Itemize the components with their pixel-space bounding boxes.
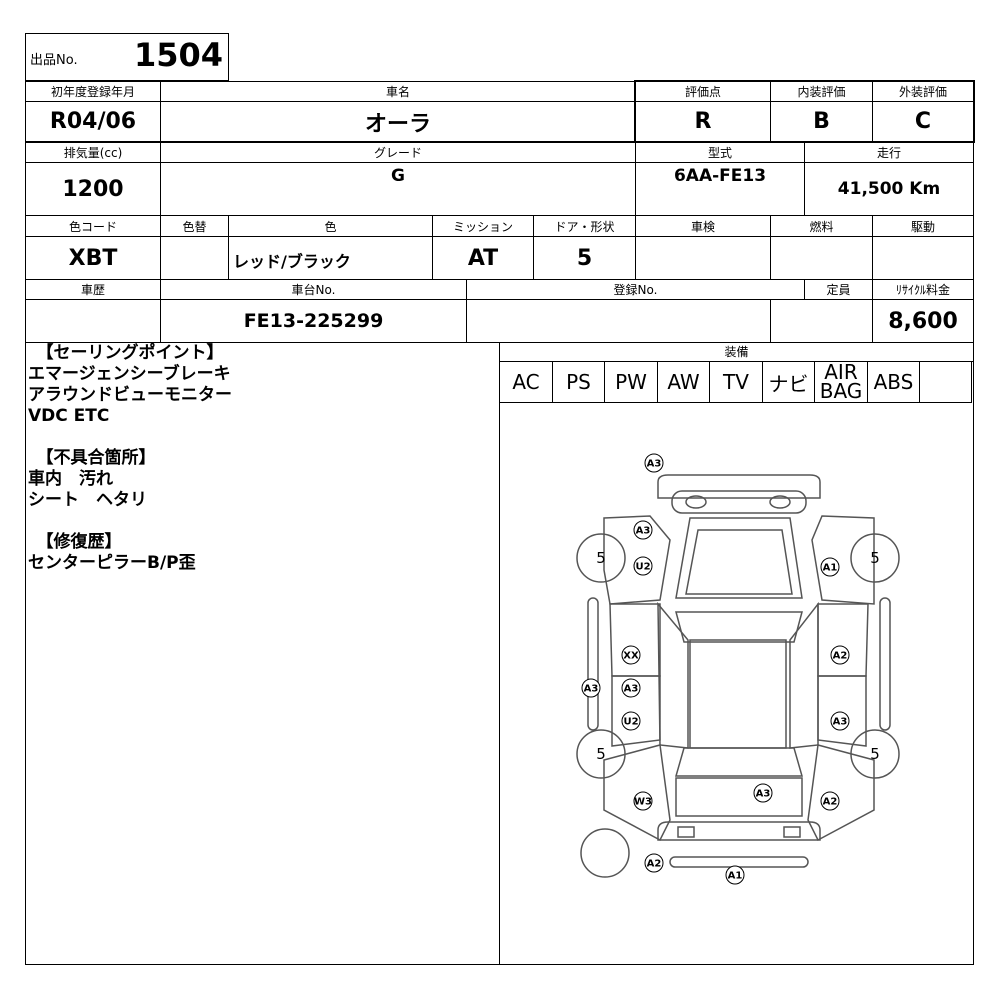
equip-aw: AW xyxy=(657,361,709,403)
history-value xyxy=(25,299,161,343)
model-value: 6AA-FE13 xyxy=(673,166,767,186)
mission-header: ミッション xyxy=(432,215,534,237)
inspection-value xyxy=(635,236,771,280)
car-name-header: 車名 xyxy=(160,81,636,102)
color-value: レッド/ブラック xyxy=(233,252,351,271)
equip-tv: TV xyxy=(709,361,762,403)
equip-air-label: AIR xyxy=(824,360,858,384)
fuel-header: 燃料 xyxy=(770,215,873,237)
rating-highlight xyxy=(634,80,975,143)
lot-label: 出品No. xyxy=(30,53,78,68)
note-line: アラウンドビューモニター xyxy=(28,385,232,405)
history-header: 車歴 xyxy=(25,279,161,300)
equip-airbag: AIR BAG xyxy=(814,361,867,403)
note-line: 【セーリングポイント】 xyxy=(28,343,224,363)
mission-value: AT xyxy=(432,236,534,280)
note-line: センターピラーB/P歪 xyxy=(28,553,196,573)
lot-number-box xyxy=(25,33,229,81)
equip-ac: AC xyxy=(512,370,540,394)
note-line: VDC ETC xyxy=(28,406,110,426)
equip-abs: ABS xyxy=(867,361,919,403)
car-name-value: オーラ xyxy=(160,101,636,142)
note-line xyxy=(28,427,232,448)
note-line: 【不具合箇所】 xyxy=(28,448,156,468)
fuel-value xyxy=(770,236,873,280)
grade-header: グレード xyxy=(160,142,636,163)
door-header: ドア・形状 xyxy=(533,215,636,237)
grade-value: G xyxy=(391,166,405,186)
lower-divider xyxy=(499,342,500,965)
note-line xyxy=(28,511,232,532)
first-reg-header: 初年度登録年月 xyxy=(25,81,161,102)
drive-header: 駆動 xyxy=(872,215,974,237)
drive-value xyxy=(872,236,974,280)
mileage-value: 41,500 Km xyxy=(837,179,941,199)
equip-bag-label: BAG xyxy=(819,379,863,403)
repaint-header: 色替 xyxy=(160,215,229,237)
displacement-header: 排気量(cc) xyxy=(25,142,161,163)
repaint-value xyxy=(160,236,229,280)
equipment-header: 装備 xyxy=(499,342,974,362)
inspection-header: 車検 xyxy=(635,215,771,237)
displacement-value: 1200 xyxy=(25,162,161,216)
first-reg-value: R04/06 xyxy=(25,101,161,142)
recycle-value: 8,600 xyxy=(872,299,974,343)
notes-block: 【セーリングポイント】 エマージェンシーブレーキ アラウンドビューモニター VD… xyxy=(28,343,232,574)
equip-navi: ナビ xyxy=(762,361,814,403)
door-value: 5 xyxy=(533,236,636,280)
color-header: 色 xyxy=(228,215,433,237)
equip-pw: PW xyxy=(604,361,657,403)
plate-value xyxy=(466,299,771,343)
capacity-header: 定員 xyxy=(804,279,873,300)
recycle-header: ﾘｻｲｸﾙ料金 xyxy=(872,279,974,300)
equipment-row xyxy=(499,361,972,403)
equip-empty xyxy=(919,361,972,403)
chassis-header: 車台No. xyxy=(160,279,467,300)
note-line: 【修復歴】 xyxy=(28,532,122,552)
model-header: 型式 xyxy=(635,142,805,163)
color-code-value: XBT xyxy=(25,236,161,280)
note-line: シート ヘタリ xyxy=(28,490,147,510)
plate-header: 登録No. xyxy=(466,279,805,300)
capacity-value xyxy=(770,299,873,343)
color-code-header: 色コード xyxy=(25,215,161,237)
note-line: 車内 汚れ xyxy=(28,469,113,489)
equip-ps: PS xyxy=(552,361,604,403)
chassis-value: FE13-225299 xyxy=(160,299,467,343)
note-line: エマージェンシーブレーキ xyxy=(28,364,231,384)
mileage-header: 走行 xyxy=(804,142,974,163)
lot-number: 1504 xyxy=(134,36,224,74)
